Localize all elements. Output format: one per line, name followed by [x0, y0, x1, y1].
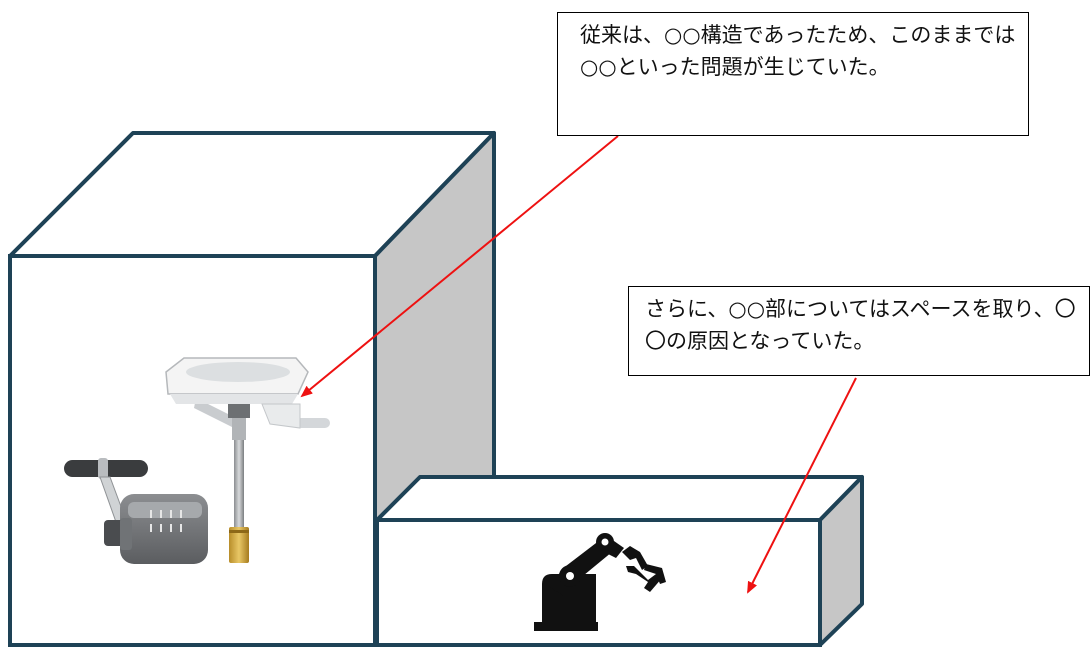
- arrow-to-funnel: [300, 135, 619, 398]
- small-box-top-face: [375, 475, 864, 522]
- large-box-front-face: [8, 254, 377, 647]
- callout-right-note: さらに、○○部についてはスペースを取り、〇〇の原因となっていた。: [628, 286, 1090, 376]
- callout-top-text: 従来は、○○構造であったため、このままでは○○といった問題が生じていた。: [580, 23, 1016, 79]
- callout-top-note: 従来は、○○構造であったため、このままでは○○といった問題が生じていた。: [557, 12, 1029, 136]
- hand-crank-device: [64, 458, 208, 564]
- funnel-nozzle-device: [165, 357, 330, 563]
- robot-arm-icon: [534, 533, 666, 631]
- arrow-to-small-box: [747, 377, 857, 594]
- small-enclosure-box: [375, 475, 864, 647]
- callout-right-text: さらに、○○部についてはスペースを取り、〇〇の原因となっていた。: [645, 297, 1076, 353]
